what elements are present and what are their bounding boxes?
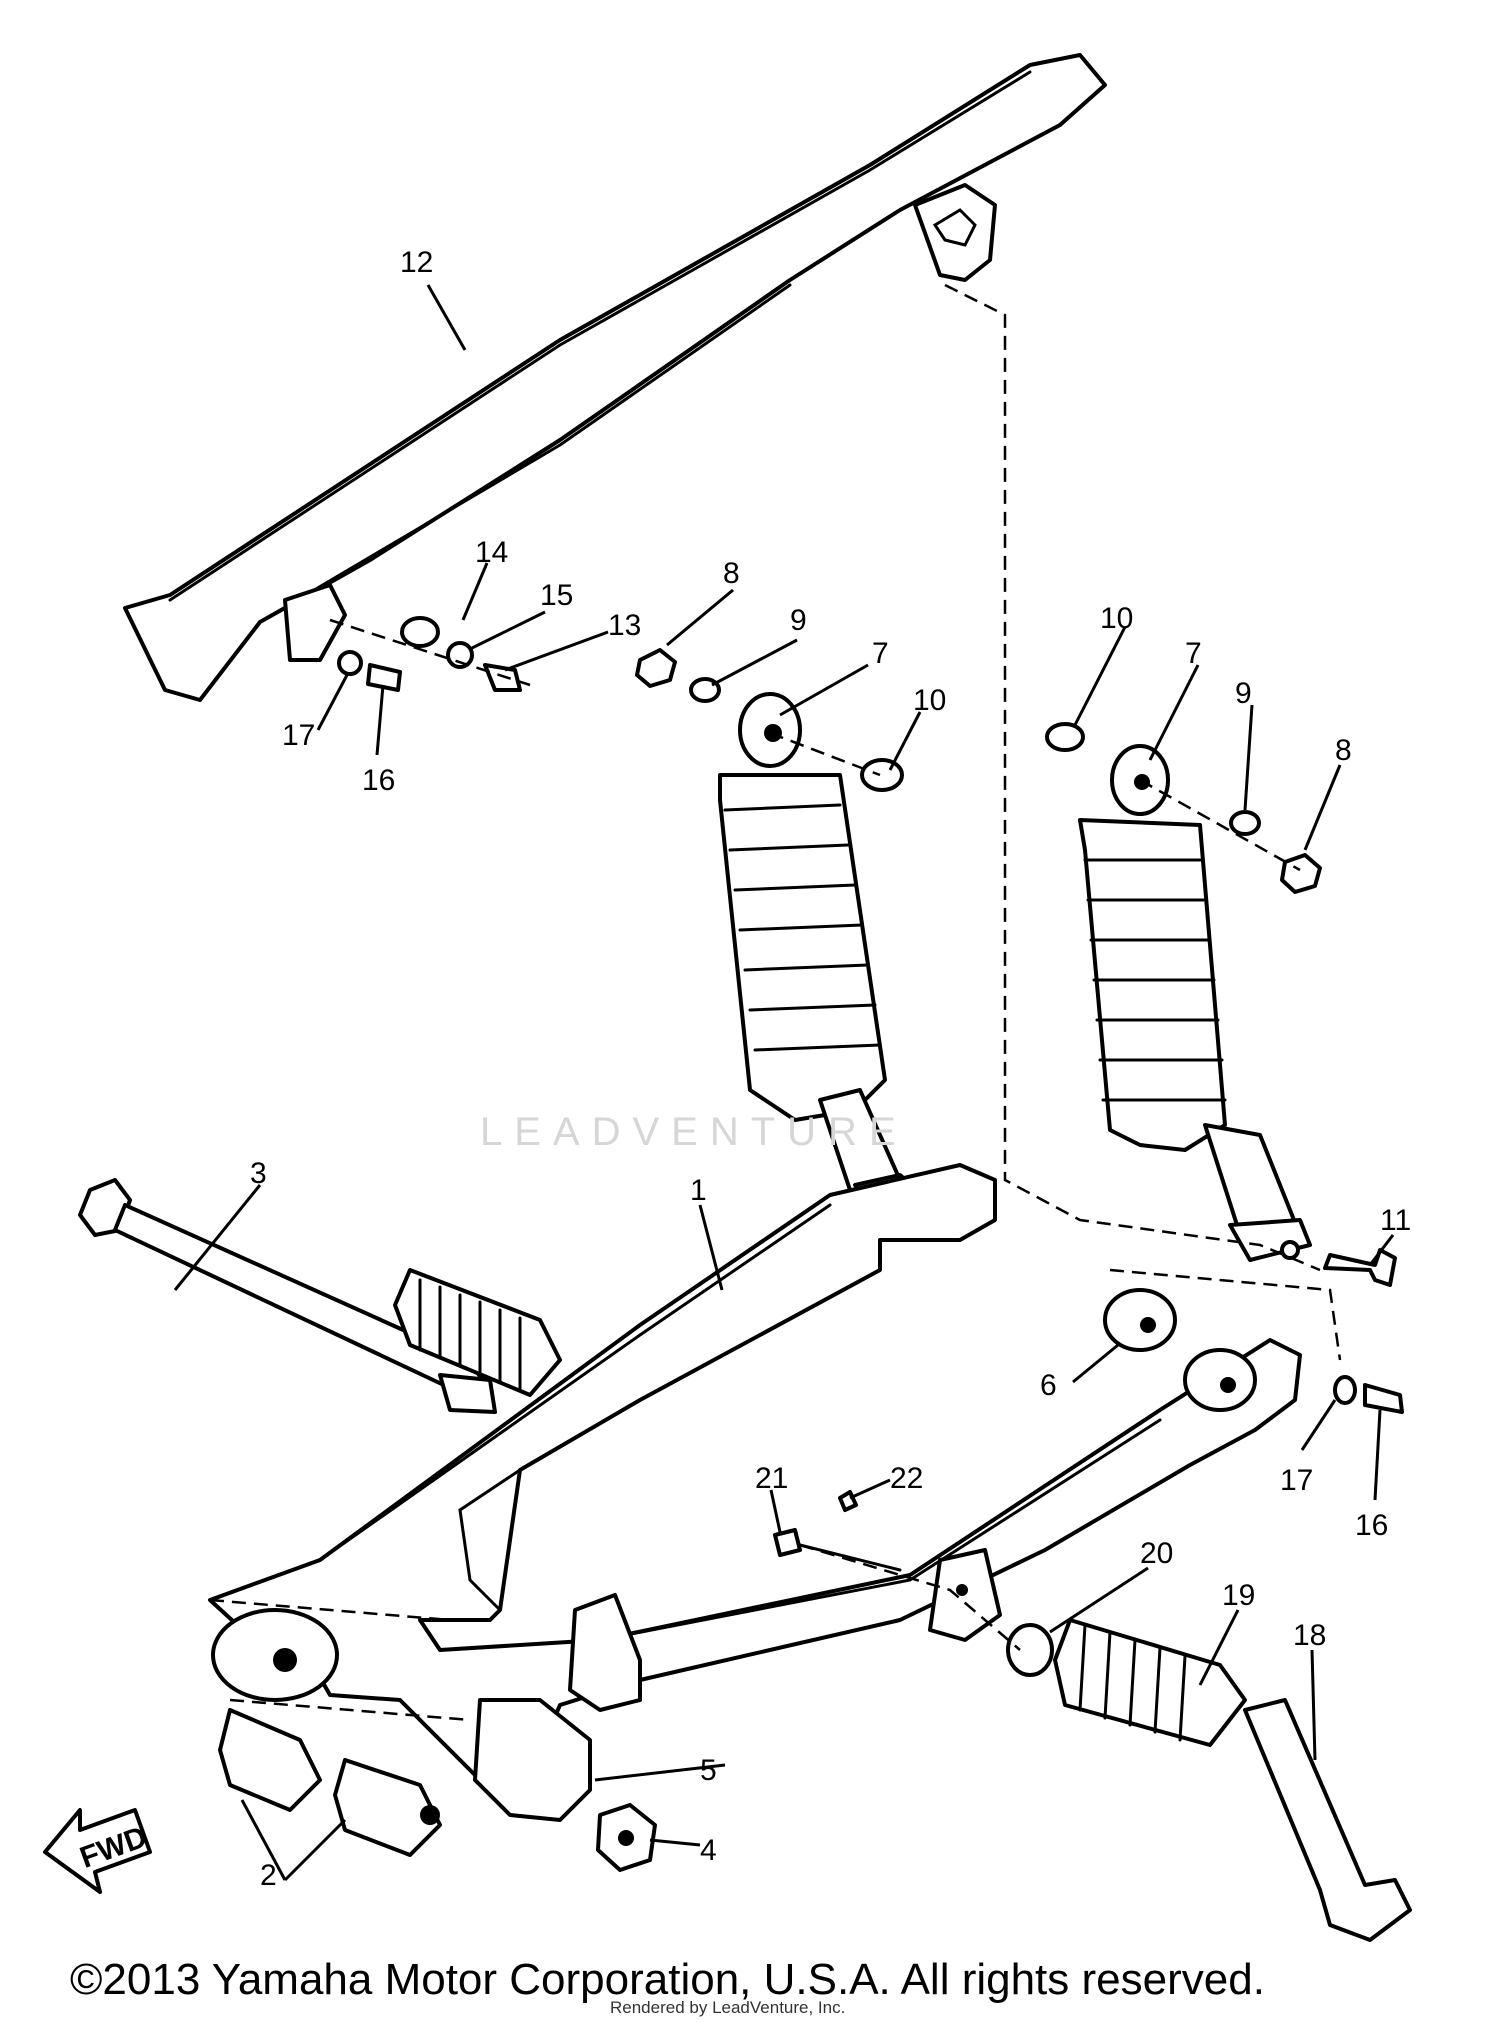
callout-6: 6 [1040,1369,1057,1402]
callout-16b: 16 [1355,1509,1388,1542]
callout-3: 3 [250,1157,267,1190]
callout-4: 4 [700,1834,717,1867]
callout-15: 15 [540,579,573,612]
fwd-arrow: FWD [43,1808,152,1894]
callout-10a: 10 [913,684,946,717]
chain-case [123,53,1107,702]
callout-5: 5 [700,1754,717,1787]
chain-case-hardware [337,616,522,692]
bushings-right [1103,1288,1257,1412]
callout-1: 1 [690,1174,707,1207]
callout-8a: 8 [723,557,740,590]
callout-11: 11 [1380,1204,1411,1237]
callout-20: 20 [1140,1537,1173,1570]
callout-18: 18 [1293,1619,1326,1652]
assembly-lines [209,283,1342,1722]
copyright-text: ©2013 Yamaha Motor Corporation, U.S.A. A… [70,1955,1265,2004]
watermark-logo: LEADVENTURE [480,1110,908,1154]
callout-19: 19 [1222,1579,1255,1612]
callout-7a: 7 [872,637,889,670]
callout-21: 21 [755,1462,788,1495]
callout-8b: 8 [1335,734,1352,767]
callouts: 1 2 3 4 5 6 7 7 8 8 9 9 10 10 11 12 13 1… [250,246,1411,1892]
stand-parts [1006,1618,1412,1942]
callout-12: 12 [400,246,433,279]
callout-9a: 9 [790,604,807,637]
callout-13: 13 [608,609,641,642]
callout-9b: 9 [1235,677,1252,710]
rubber-stopper [393,1268,562,1397]
rendered-by-text: Rendered by LeadVenture, Inc. [610,1998,846,2017]
right-hardware [1333,1375,1404,1414]
callout-7b: 7 [1185,637,1202,670]
pin-and-clip [773,1490,902,1572]
callout-16a: 16 [362,764,395,797]
bolt-11 [1323,1248,1397,1287]
callout-10b: 10 [1100,602,1133,635]
callout-2: 2 [260,1859,277,1892]
leader-lines [173,284,1395,1882]
pivot-bushings [211,1608,657,1872]
callout-17b: 17 [1280,1464,1313,1497]
callout-17a: 17 [282,719,315,752]
callout-22: 22 [890,1462,923,1495]
callout-14: 14 [475,536,508,569]
